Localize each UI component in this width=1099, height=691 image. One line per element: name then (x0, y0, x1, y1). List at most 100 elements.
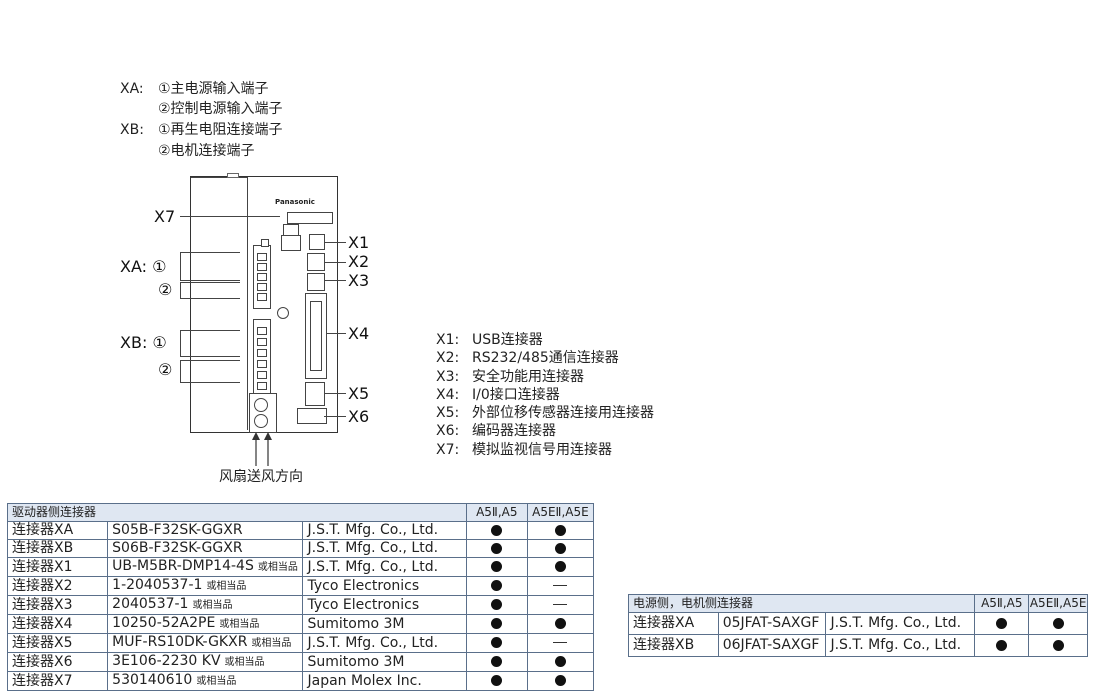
legend-desc: 编码器连接器 (472, 423, 556, 440)
xb-prefix: XB: (120, 122, 144, 138)
xa-line-2: ②控制电源输入端子 (158, 101, 283, 117)
legend-code: X2: (436, 350, 460, 367)
manufacturer: Tyco Electronics (302, 595, 467, 615)
label-x4: X4 (348, 324, 370, 343)
support-a5 (465, 521, 528, 540)
label-x7: X7 (154, 207, 176, 226)
support-a5 (465, 671, 528, 691)
x6-connector (297, 408, 327, 424)
equivalent-note: 或相当品 (196, 676, 237, 687)
manufacturer: Sumitomo 3M (302, 652, 467, 672)
ground-screw-icon (254, 414, 268, 428)
legend-desc: 外部位移传感器连接用连接器 (472, 405, 654, 422)
supported-dot-icon (491, 656, 503, 667)
equivalent-note: 或相当品 (251, 638, 292, 649)
supported-dot-icon (554, 656, 566, 667)
support-a5 (465, 557, 528, 577)
legend-code: X7: (436, 441, 460, 458)
not-supported-dash-icon (553, 585, 568, 586)
col-header-b: A5EⅡ,A5E (526, 503, 595, 522)
support-a5e (526, 557, 595, 577)
supported-dot-icon (491, 618, 503, 629)
support-a5 (465, 614, 528, 634)
label-x6: X6 (348, 407, 370, 426)
support-a5e (526, 652, 595, 672)
supported-dot-icon (491, 637, 503, 648)
xb-line-2: ②电机连接端子 (158, 143, 255, 159)
support-a5e (526, 521, 595, 540)
connector-name: 连接器X1 (6, 557, 109, 577)
manufacturer: J.S.T. Mfg. Co., Ltd. (302, 633, 467, 653)
manufacturer: J.S.T. Mfg. Co., Ltd. (825, 612, 976, 635)
table-title: 电源侧，电机侧连接器 (627, 594, 976, 613)
supported-dot-icon (996, 639, 1008, 651)
x3-connector (307, 273, 325, 291)
part-number: S06B-F32SK-GGXR (107, 539, 304, 558)
support-a5e (526, 576, 595, 596)
x2-connector (307, 253, 325, 271)
support-a5e (526, 539, 595, 558)
manufacturer: J.S.T. Mfg. Co., Ltd. (302, 539, 467, 558)
legend-code: X3: (436, 368, 460, 385)
connector-name: 连接器X6 (6, 652, 109, 672)
label-xb-2: ② (158, 360, 173, 379)
supported-dot-icon (996, 617, 1008, 629)
support-a5 (974, 612, 1030, 635)
equivalent-note: 或相当品 (192, 600, 233, 611)
brand-logo: Panasonic (275, 198, 315, 206)
connector-name: 连接器X5 (6, 633, 109, 653)
x1-connector (309, 234, 325, 250)
manufacturer: J.S.T. Mfg. Co., Ltd. (302, 557, 467, 577)
legend-code: X6: (436, 423, 460, 440)
part-number-text: S05B-F32SK-GGXR (112, 522, 243, 538)
manufacturer: Tyco Electronics (302, 576, 467, 596)
part-number: 06JFAT-SAXGF (717, 634, 827, 657)
xa-prefix: XA: (120, 81, 144, 97)
legend-desc: RS232/485通信连接器 (472, 350, 619, 367)
label-xa: XA: ① (120, 257, 167, 276)
supported-dot-icon (491, 580, 503, 591)
fan-arrow-icon (252, 432, 272, 466)
part-number-text: UB-M5BR-DMP14-4S (112, 558, 254, 574)
part-number-text: 1-2040537-1 (112, 577, 203, 593)
display-window (287, 212, 333, 224)
part-number-text: 10250-52A2PE (112, 615, 216, 631)
label-x5: X5 (348, 384, 370, 403)
connector-name: 连接器X7 (6, 671, 109, 691)
support-a5 (974, 634, 1030, 657)
supported-dot-icon (554, 561, 566, 572)
part-number-text: 2040537-1 (112, 596, 189, 612)
x5-connector (305, 382, 325, 406)
col-header-b: A5EⅡ,A5E (1028, 594, 1088, 613)
connector-name: 连接器XA (628, 612, 719, 635)
legend-code: X1: (436, 332, 460, 348)
supported-dot-icon (491, 542, 503, 554)
charge-lamp-icon (277, 307, 289, 319)
connector-name: 连接器X3 (6, 595, 109, 615)
supported-dot-icon (491, 524, 503, 536)
label-xb: XB: ① (120, 333, 167, 352)
part-number-text: 3E106-2230 KV (112, 653, 221, 669)
equivalent-note: 或相当品 (219, 619, 260, 630)
legend-desc: I/0接口连接器 (472, 386, 560, 403)
part-number-text: S06B-F32SK-GGXR (112, 540, 243, 556)
drive-body: Panasonic (190, 173, 338, 433)
support-a5e (1028, 612, 1088, 635)
supported-dot-icon (1052, 617, 1064, 629)
part-number: 05JFAT-SAXGF (717, 612, 827, 635)
